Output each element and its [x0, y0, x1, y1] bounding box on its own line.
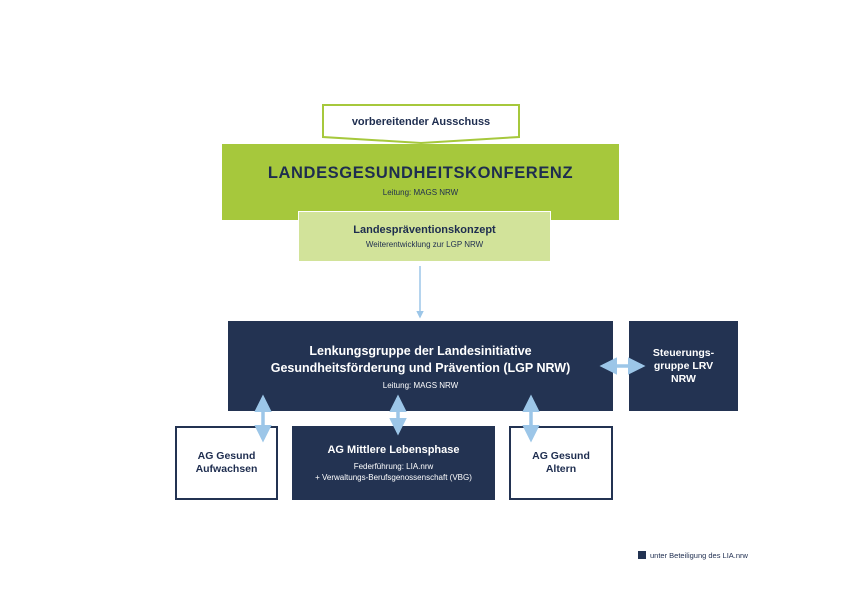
- praevention-sub: Weiterentwicklung zur LGP NRW: [365, 240, 484, 249]
- landesgesundheitskonferenz-box: LANDESGESUNDHEITSKONFERENZ Leitung: MAGS…: [222, 144, 619, 220]
- steuerungsgruppe-box: Steuerungs- gruppe LRV NRW: [629, 321, 738, 411]
- lenkung-leitung: Leitung: MAGS NRW: [382, 380, 459, 390]
- ag-mittlere-sub-line2: + Verwaltungs-Berufsgenossenschaft (VBG): [315, 472, 472, 482]
- ag-gesund-altern-box: AG Gesund Altern: [509, 426, 613, 500]
- praevention-title: Landespräventionskonzept: [353, 224, 496, 236]
- steuerung-line3: NRW: [671, 372, 696, 385]
- ausschuss-pentagon-shape: [322, 104, 520, 144]
- ag-mittlere-sub-line1: Federführung: LIA.nrw: [353, 461, 434, 471]
- legend-label: unter Beteiligung des LIA.nrw: [650, 550, 748, 560]
- ag-aufwachsen-title: AG Gesund Aufwachsen: [196, 450, 258, 476]
- landespraeventionskonzept-box: Landespräventionskonzept Weiterentwicklu…: [298, 211, 551, 262]
- ag-mittlere-sub: Federführung: LIA.nrw + Verwaltungs-Beru…: [315, 461, 472, 483]
- legend: unter Beteiligung des LIA.nrw: [638, 549, 748, 561]
- ag-altern-line2: Altern: [545, 463, 577, 475]
- steuerung-line2: gruppe LRV: [653, 359, 714, 372]
- ag-mittlere-lebensphase-box: AG Mittlere Lebensphase Federführung: LI…: [292, 426, 495, 500]
- legend-swatch: [638, 551, 646, 559]
- ag-mittlere-title: AG Mittlere Lebensphase: [327, 443, 460, 456]
- ag-gesund-aufwachsen-box: AG Gesund Aufwachsen: [175, 426, 278, 500]
- lenkung-title-line2: Gesundheitsförderung und Prävention (LGP…: [270, 360, 571, 375]
- lenkung-title-line1: Lenkungsgruppe der Landesinitiative: [309, 343, 532, 358]
- konferenz-leitung: Leitung: MAGS NRW: [382, 188, 459, 197]
- ag-altern-title: AG Gesund Altern: [532, 450, 590, 476]
- steuerung-title: Steuerungs- gruppe LRV NRW: [653, 347, 714, 386]
- ag-aufwachsen-line1: AG Gesund: [197, 450, 256, 462]
- vorbereitender-ausschuss-box: vorbereitender Ausschuss: [322, 104, 520, 144]
- lenkungsgruppe-box: Lenkungsgruppe der Landesinitiative Gesu…: [228, 321, 613, 411]
- ausschuss-label: vorbereitender Ausschuss: [351, 116, 491, 128]
- steuerung-line1: Steuerungs-: [652, 346, 715, 359]
- lenkung-title: Lenkungsgruppe der Landesinitiative Gesu…: [271, 343, 571, 377]
- konferenz-title: LANDESGESUNDHEITSKONFERENZ: [267, 164, 574, 182]
- ag-aufwachsen-line2: Aufwachsen: [195, 463, 258, 475]
- ag-altern-line1: AG Gesund: [532, 450, 590, 462]
